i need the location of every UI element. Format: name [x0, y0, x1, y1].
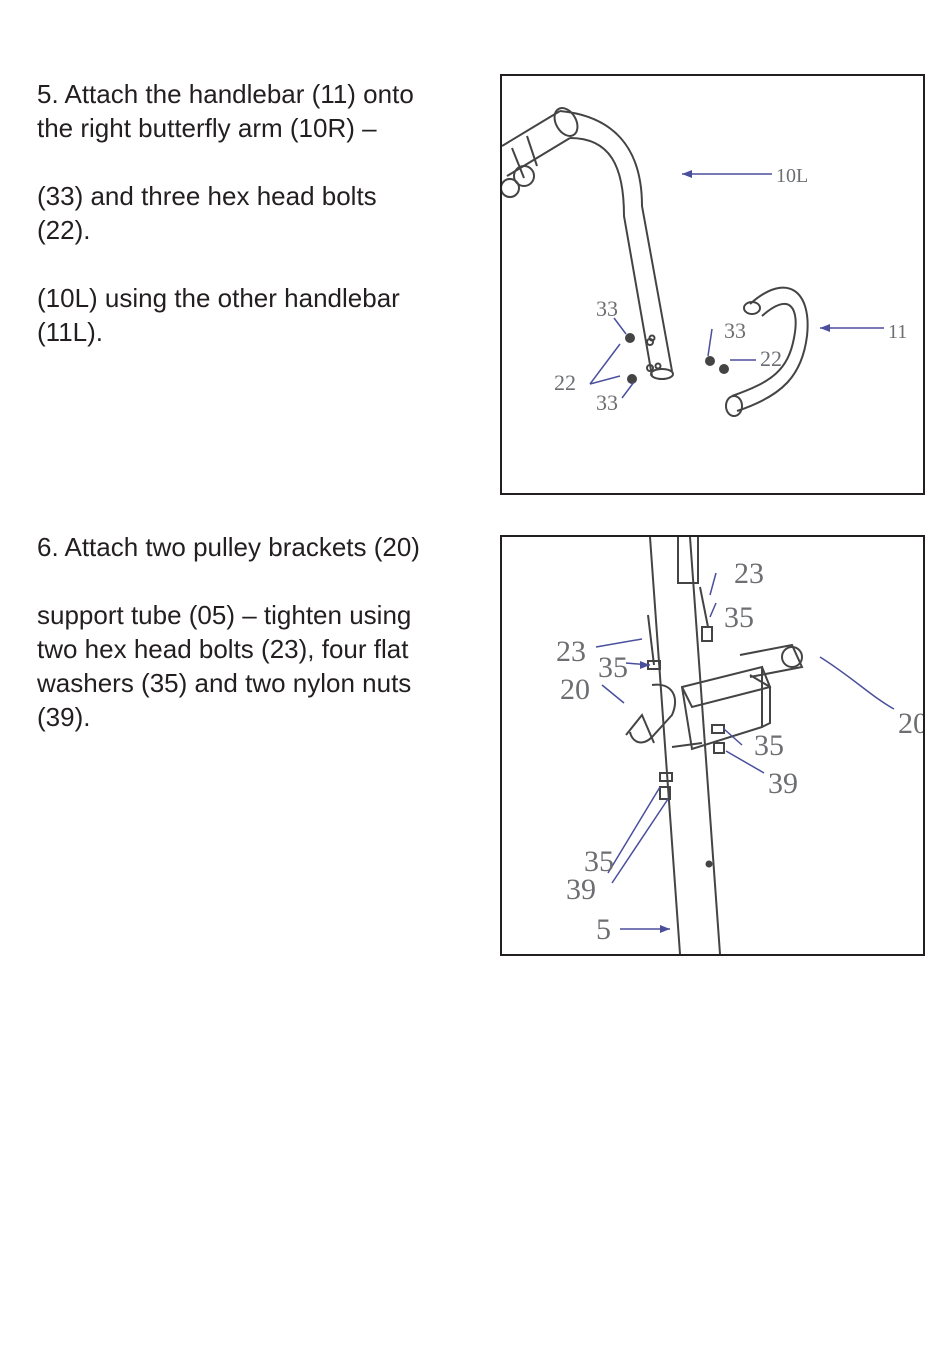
label-20-left: 20: [560, 673, 590, 706]
label-22-left: 22: [554, 370, 576, 395]
label-33-right: 33: [724, 318, 746, 343]
step-6-line-2: support tube (05) – tighten using: [37, 600, 412, 630]
label-20-right: 20: [898, 707, 923, 740]
step-6-line-3: two hex head bolts (23), four flat: [37, 634, 409, 664]
step-6-instructions: 6. Attach two pulley brackets (20) suppo…: [37, 530, 477, 734]
label-33-top: 33: [596, 296, 618, 321]
step-6-line-5: (39).: [37, 702, 91, 732]
step-5-line-1: 5. Attach the handlebar (11) onto: [37, 79, 414, 109]
step-5-line-5: (10L) using the other handlebar: [37, 283, 400, 313]
step-5-line-4: (22).: [37, 215, 91, 245]
step-6-line-1: 6. Attach two pulley brackets (20): [37, 532, 420, 562]
label-23-left: 23: [556, 635, 586, 668]
step-5-instructions: 5. Attach the handlebar (11) onto the ri…: [37, 77, 477, 349]
step-5-line-3: (33) and three hex head bolts: [37, 181, 377, 211]
label-35-right: 35: [754, 729, 784, 762]
label-10L: 10L: [776, 165, 808, 187]
step-6-diagram: 23 35 23 35 20 20 35 39 35 39 5: [500, 535, 925, 956]
pulley-bracket-assembly-drawing: 23 35 23 35 20 20 35 39 35 39 5: [556, 537, 923, 954]
label-35-bottom: 35: [584, 845, 614, 878]
label-22-right: 22: [760, 346, 782, 371]
handlebar-assembly-drawing: 10L 11 33 33 22 22 33: [502, 107, 907, 417]
label-35-top: 35: [724, 601, 754, 634]
label-11: 11: [888, 321, 907, 343]
step-5-line-6: (11L).: [37, 317, 103, 347]
step-5-line-2: the right butterfly arm (10R) –: [37, 113, 377, 143]
label-23-top: 23: [734, 557, 764, 590]
step-6-line-4: washers (35) and two nylon nuts: [37, 668, 412, 698]
label-33-bottom: 33: [596, 390, 618, 415]
label-35-left: 35: [598, 651, 628, 684]
label-39-bottom: 39: [566, 873, 596, 906]
step-5-diagram: 10L 11 33 33 22 22 33: [500, 74, 925, 495]
label-5: 5: [596, 913, 611, 946]
label-39-right: 39: [768, 767, 798, 800]
